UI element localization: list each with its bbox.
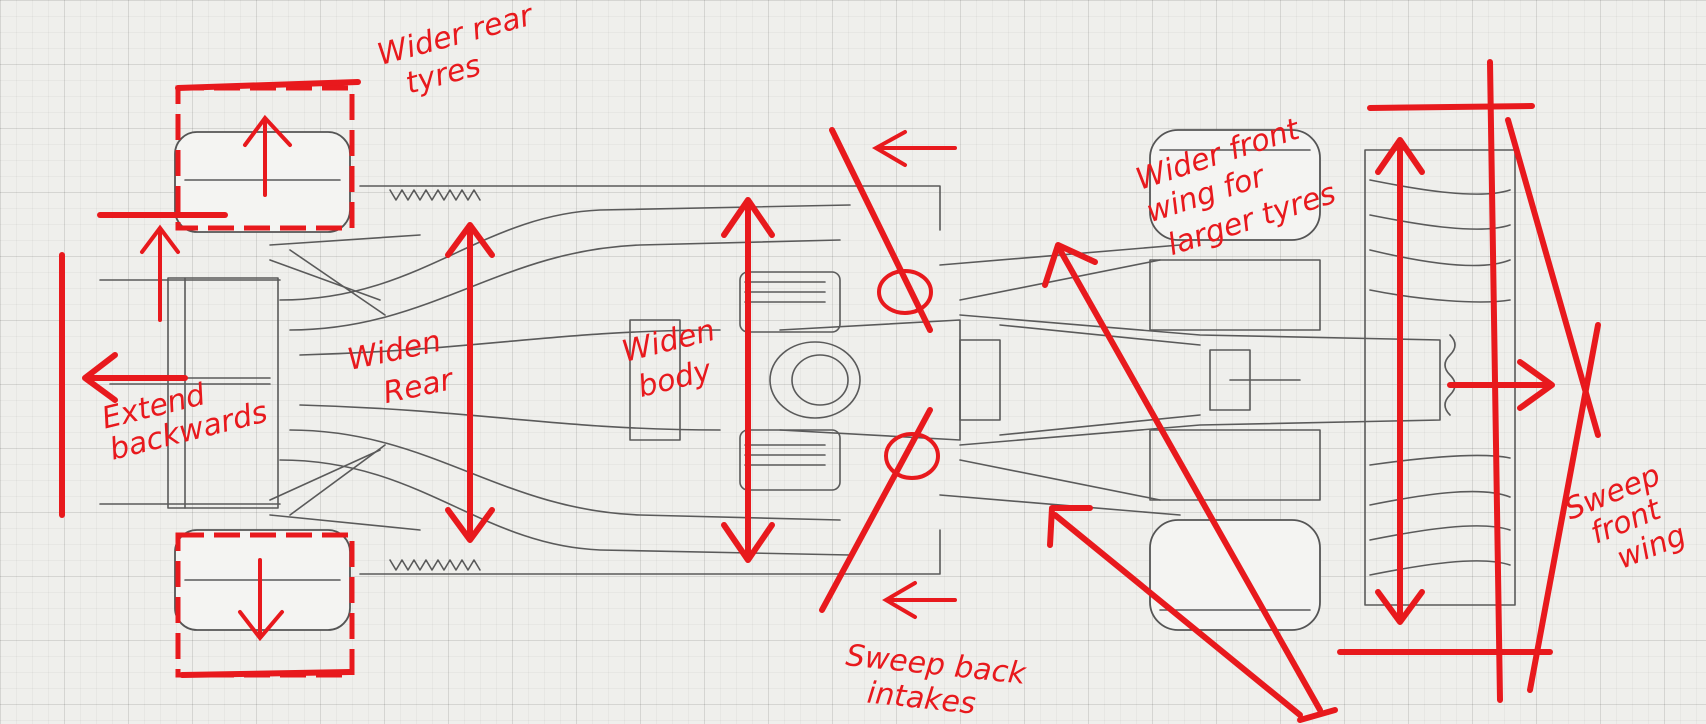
front-wing	[1364, 149, 1516, 606]
floor	[359, 185, 941, 575]
label-wider-front-wing: Wider front wing for larger tyres	[1132, 107, 1340, 266]
front-right-tyre	[1149, 519, 1321, 631]
rear-wing	[167, 277, 279, 509]
front-left-tyre	[1149, 129, 1321, 241]
intake-top-arrow	[871, 130, 957, 167]
front-wing-width-arrow	[1375, 137, 1425, 625]
label-sweep-back-intakes: Sweep back intakes	[841, 638, 1037, 724]
cockpit	[769, 341, 861, 419]
label-wider-rear-tyres: Wider rear tyres	[374, 0, 555, 107]
label-widen-rear: Widen Rear	[344, 322, 461, 417]
widen-body-arrow	[721, 197, 775, 563]
extend-backwards-arrow	[82, 352, 188, 403]
rear-tyre-down-arrow	[238, 558, 284, 642]
nose-cone	[959, 314, 1441, 446]
intake-bottom-circle	[884, 432, 940, 480]
intake-bottom-arrow	[882, 581, 957, 619]
front-wing-sweep-line	[1505, 117, 1601, 438]
annotation-strokes	[59, 59, 1601, 723]
rear-tyre-up-arrow	[243, 114, 292, 197]
label-widen-body: Widen body	[618, 311, 737, 407]
front-wing-forward-arrow	[1447, 359, 1555, 411]
intake-top-circle	[877, 269, 933, 315]
widen-rear-arrow	[445, 222, 495, 543]
label-sweep-front-wing: Sweep front wing	[1560, 454, 1699, 588]
